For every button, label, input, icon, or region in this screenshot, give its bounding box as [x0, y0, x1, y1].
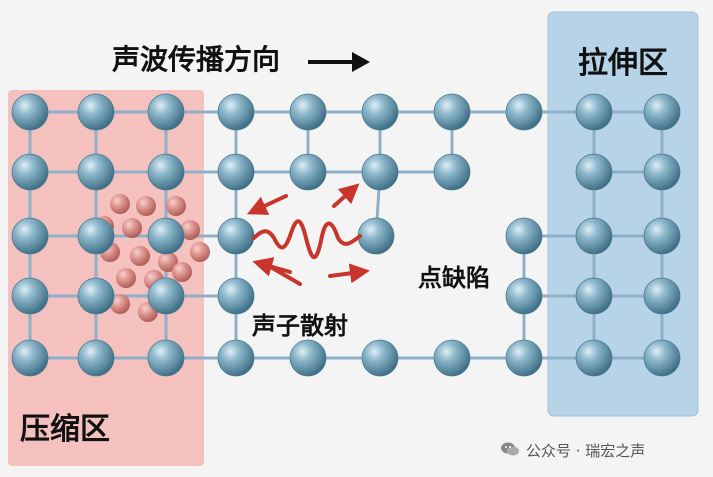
lattice-atom: [575, 93, 613, 131]
impurity-atom: [122, 218, 142, 238]
lattice-atom: [505, 277, 543, 315]
scatter-arrow-icon: [246, 194, 288, 215]
lattice-atom: [11, 153, 49, 191]
point-defect-label: 点缺陷: [418, 264, 490, 292]
impurity-atom: [190, 242, 210, 262]
lattice-atom: [643, 93, 681, 131]
lattice-atom: [505, 217, 543, 255]
impurity-atom: [110, 194, 130, 214]
stretch-zone-label: 拉伸区: [578, 46, 668, 81]
lattice-atom: [575, 153, 613, 191]
lattice-atom: [77, 153, 115, 191]
impurity-atom: [172, 262, 192, 282]
lattice-atom: [505, 93, 543, 131]
lattice-atom: [217, 93, 255, 131]
lattice-atom: [77, 339, 115, 377]
lattice-atom: [11, 217, 49, 255]
impurity-atom: [136, 196, 156, 216]
lattice-atom: [575, 277, 613, 315]
lattice-atom: [289, 153, 327, 191]
lattice-atom: [433, 339, 471, 377]
lattice-atom: [11, 93, 49, 131]
lattice-atom: [77, 217, 115, 255]
impurity-atom: [116, 268, 136, 288]
phonon-wave: [252, 219, 362, 260]
lattice-atom: [77, 277, 115, 315]
lattice-atom: [289, 339, 327, 377]
lattice-atom: [147, 339, 185, 377]
lattice-atom: [217, 277, 255, 315]
lattice-atom: [147, 277, 185, 315]
lattice-atom: [643, 277, 681, 315]
impurity-atom: [166, 196, 186, 216]
right-arrow-icon: [308, 52, 370, 72]
lattice-atom: [505, 339, 543, 377]
watermark-text: 公众号 · 瑞宏之声: [526, 442, 646, 460]
compress-zone-label: 压缩区: [20, 412, 110, 447]
impurity-atom: [110, 294, 130, 314]
impurity-atom: [158, 252, 178, 272]
lattice-atom: [77, 93, 115, 131]
lattice-atom: [11, 277, 49, 315]
lattice-atom: [11, 339, 49, 377]
watermark: 公众号 · 瑞宏之声: [500, 440, 645, 461]
lattice-atom: [217, 217, 255, 255]
propagation-direction-label: 声波传播方向: [112, 43, 281, 76]
lattice-atoms: [11, 93, 681, 377]
lattice-atom: [643, 339, 681, 377]
wechat-icon: [500, 441, 520, 461]
scatter-arrow-icon: [332, 183, 360, 208]
scatter-arrow-icon: [328, 263, 370, 284]
lattice-atom: [575, 217, 613, 255]
lattice-atom: [361, 153, 399, 191]
impurity-atom: [130, 246, 150, 266]
lattice-atom: [357, 217, 395, 255]
lattice-atom: [147, 217, 185, 255]
scatter-arrows: [246, 183, 370, 286]
phonon-scattering-label: 声子散射: [252, 312, 348, 340]
lattice-atom: [643, 217, 681, 255]
lattice-atom: [217, 339, 255, 377]
lattice-atom: [147, 93, 185, 131]
impurity-atom: [180, 220, 200, 240]
lattice-atom: [289, 93, 327, 131]
lattice-atom: [433, 93, 471, 131]
scatter-arrow-icon: [260, 260, 302, 286]
lattice-atom: [361, 93, 399, 131]
lattice-atom: [433, 153, 471, 191]
lattice-atom: [575, 339, 613, 377]
lattice-atom: [147, 153, 185, 191]
wave-icon: [252, 219, 362, 260]
impurity-cluster: [94, 194, 210, 322]
lattice-atom: [361, 339, 399, 377]
lattice-atom: [217, 153, 255, 191]
lattice-atom: [643, 153, 681, 191]
